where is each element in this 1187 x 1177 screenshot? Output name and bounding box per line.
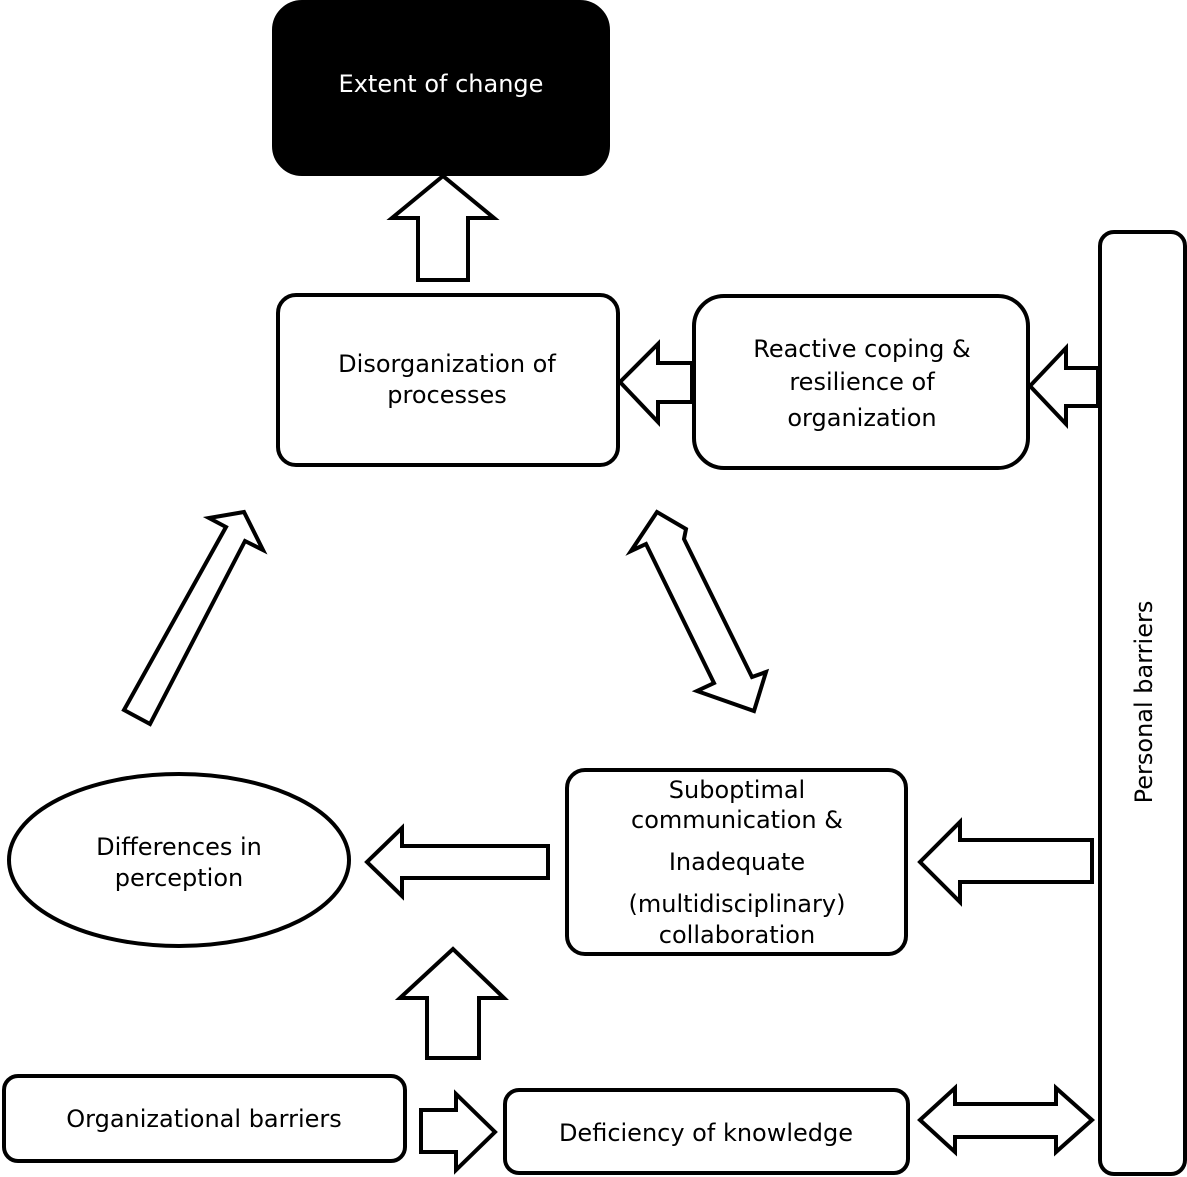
node-suboptimal-label-5: collaboration: [659, 921, 815, 949]
node-reactive-coping-label-3: organization: [787, 404, 936, 432]
node-organizational-barriers-label: Organizational barriers: [66, 1105, 342, 1133]
node-extent-of-change-label-1: Extent of change: [339, 70, 544, 98]
node-suboptimal-label-3: Inadequate: [669, 848, 805, 876]
node-reactive-coping-label-1: Reactive coping &: [753, 335, 971, 363]
node-disorganization-label-1: Disorganization of: [338, 350, 556, 378]
node-organizational-barriers: [2, 1074, 407, 1163]
arrow-personal-to-communication: [917, 817, 1094, 907]
node-personal-barriers-label: Personal barriers: [1130, 601, 1158, 804]
node-suboptimal-label-2: communication &: [631, 806, 843, 834]
node-disorganization-of-processes: [276, 293, 620, 467]
node-deficiency-label: Deficiency of knowledge: [559, 1119, 853, 1147]
node-differences-in-perception: [7, 772, 351, 948]
node-reactive-coping-label-2: resilience of: [789, 368, 935, 396]
node-deficiency-of-knowledge: [503, 1088, 910, 1175]
node-suboptimal-communication: [565, 768, 908, 956]
node-disorganization-label-2: processes: [387, 381, 507, 409]
arrow-knowledge-to-communication: [394, 946, 509, 1060]
node-suboptimal-label-1: Suboptimal: [669, 776, 805, 804]
node-personal-barriers: [1098, 230, 1187, 1176]
node-differences-label-1: Differences in: [96, 833, 262, 861]
arrow-disorganization-communication-bidirectional: [625, 509, 770, 714]
node-suboptimal-label-4: (multidisciplinary): [629, 890, 846, 918]
arrow-differences-to-disorganization: [121, 509, 268, 727]
arrow-knowledge-personal-bidirectional: [917, 1083, 1096, 1157]
node-differences-label-2: perception: [115, 864, 244, 892]
node-extent-of-change: [272, 0, 610, 176]
arrow-disorganization-to-extent: [386, 173, 500, 282]
arrow-reactive-to-disorganization: [617, 339, 694, 428]
arrow-organizational-to-knowledge: [419, 1089, 498, 1175]
arrow-communication-to-differences: [364, 823, 550, 901]
arrow-personal-to-reactive: [1027, 342, 1100, 430]
